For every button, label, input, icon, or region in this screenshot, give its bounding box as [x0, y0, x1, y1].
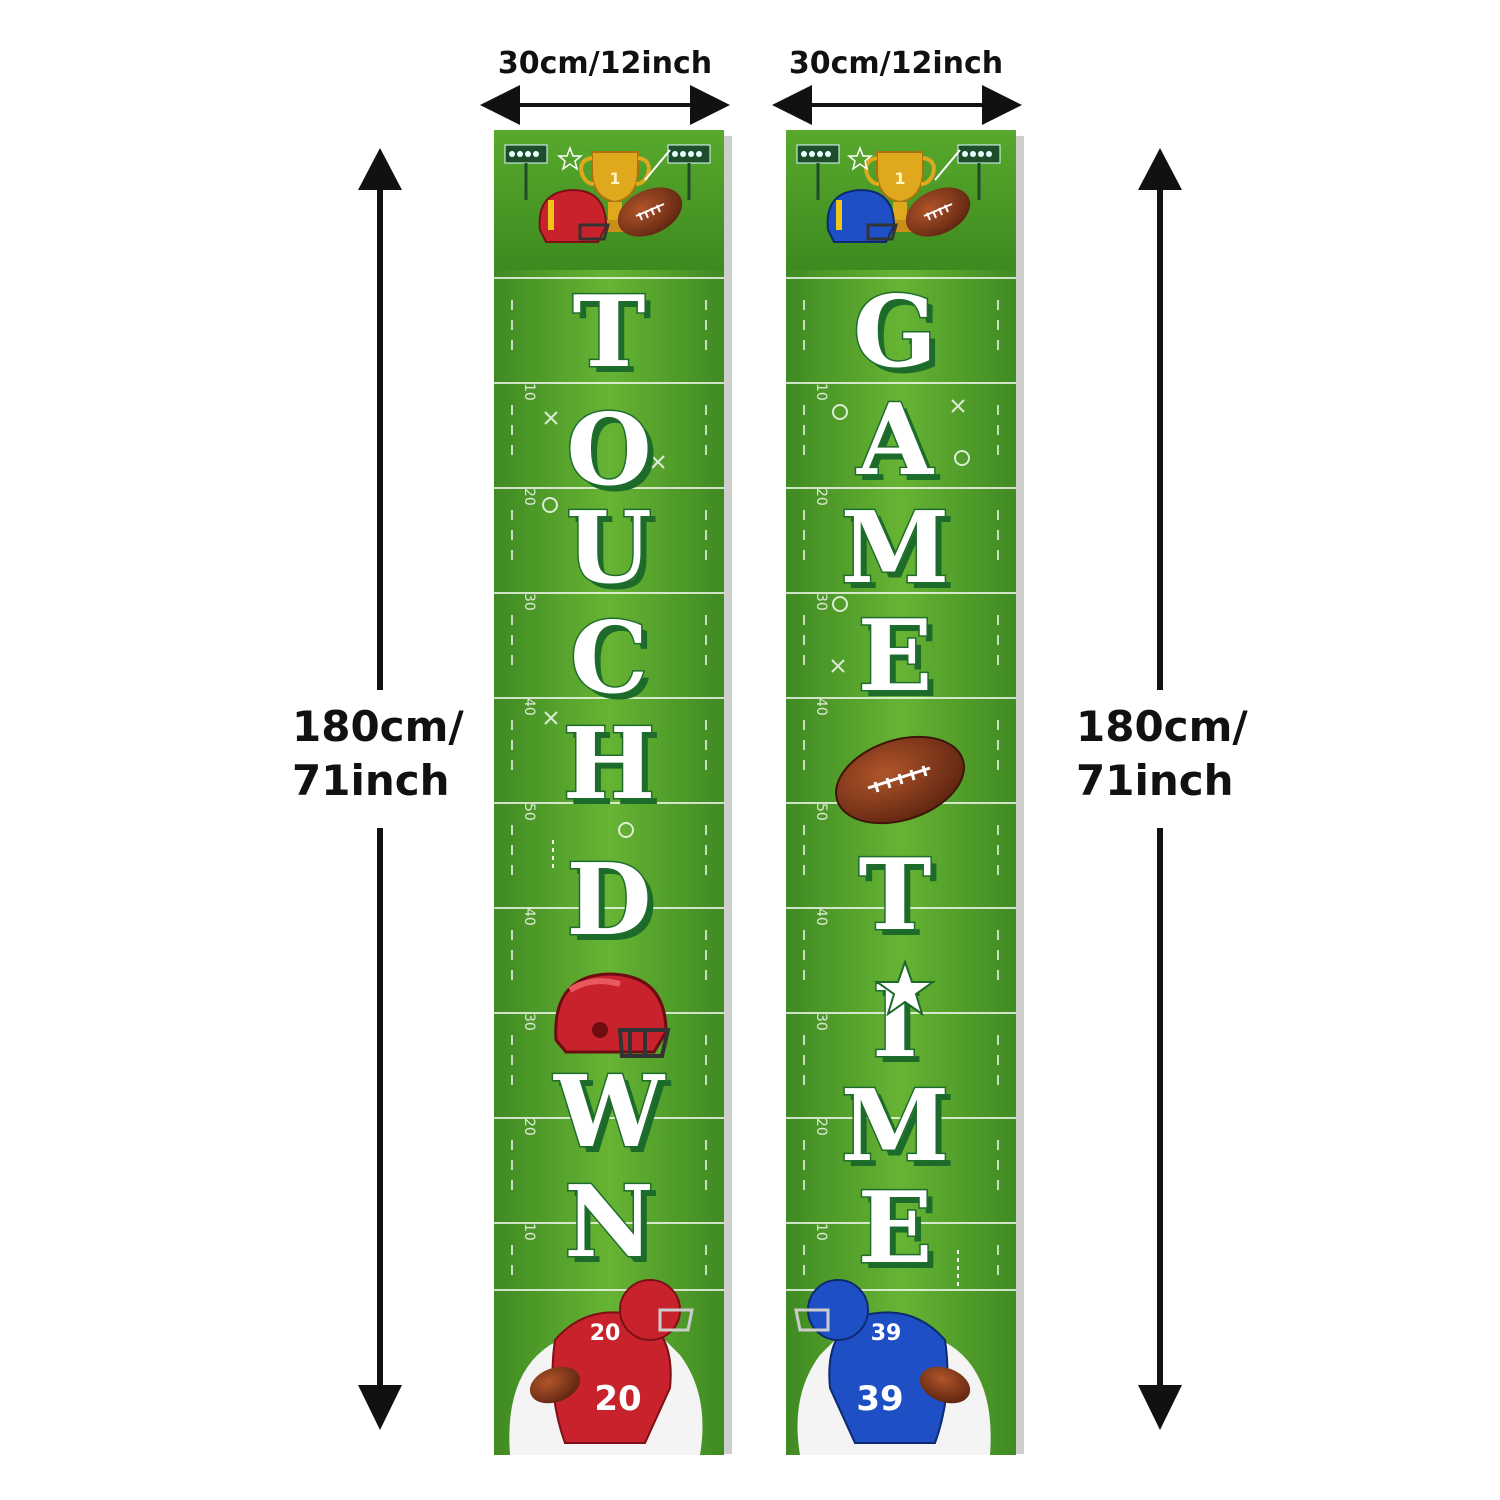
helmet-icon: [538, 188, 610, 243]
stadium-light-icon: [504, 144, 548, 200]
letter: T: [573, 275, 646, 390]
letter-shadow: H: [569, 713, 662, 828]
letter-shadow: T: [579, 281, 652, 396]
left-height-label: 180cm/ 71inch: [292, 700, 492, 808]
arrow-icon: [934, 149, 961, 181]
yard-number: 50: [813, 803, 829, 821]
letter-shadow: C: [576, 607, 654, 722]
player-number: 20: [594, 1379, 641, 1419]
star-icon: [556, 145, 584, 171]
letter: E: [858, 599, 933, 714]
yard-number: 30: [813, 593, 829, 611]
banner-right-letters: G G A A M M E E T T I I M M E E: [839, 274, 955, 1293]
letter: U: [566, 491, 651, 606]
arrow-icon: [644, 149, 671, 181]
letter: A: [856, 383, 935, 498]
stadium-light-icon: [667, 144, 711, 200]
player-icon: 20 20: [509, 1279, 703, 1455]
letter-shadow: E: [864, 605, 939, 720]
yard-number: 40: [813, 908, 829, 926]
letter: H: [563, 707, 656, 822]
helmet-icon: [826, 188, 898, 243]
yard-number: 20: [521, 488, 537, 506]
letter-shadow: M: [847, 1075, 955, 1190]
helmet-icon: [554, 972, 671, 1058]
letter: C: [570, 601, 648, 716]
letter: E: [858, 1171, 933, 1286]
yard-number: 10: [521, 383, 537, 401]
left-height-line2: 71inch: [292, 756, 450, 805]
letter-shadow: G: [859, 281, 943, 396]
yard-number: 20: [521, 1118, 537, 1136]
banner-left-letters: T T O O U U C C H H D D W W N N: [551, 274, 672, 1287]
letter-shadow: E: [864, 1177, 939, 1292]
left-width-label: 30cm/12inch: [497, 46, 713, 81]
yard-number: 10: [813, 383, 829, 401]
yard-number: 40: [521, 698, 537, 716]
trophy-number: 1: [609, 169, 620, 188]
right-height-arrow-icon: [1138, 148, 1182, 1430]
football-icon: [617, 187, 683, 237]
letter-shadow: O: [572, 399, 657, 514]
football-icon: [835, 735, 965, 825]
yard-number: 30: [521, 1013, 537, 1031]
yard-number: 30: [813, 1013, 829, 1031]
letter: M: [841, 491, 949, 606]
left-height-arrow-icon: [358, 148, 402, 1430]
player-icon: 39 39: [794, 1279, 991, 1455]
right-height-line2: 71inch: [1076, 756, 1234, 805]
football-icon: [905, 187, 971, 237]
letter-shadow: N: [570, 1171, 660, 1286]
player-number: 39: [871, 1321, 902, 1346]
yard-number: 30: [521, 593, 537, 611]
letter: M: [841, 1069, 949, 1184]
star-icon: [873, 958, 937, 1017]
yard-number: 40: [813, 698, 829, 716]
letter: G: [853, 275, 937, 390]
letter-shadow: D: [573, 849, 658, 964]
trophy-number: 1: [894, 169, 905, 188]
letter: O: [566, 393, 651, 508]
letter-shadow: U: [572, 497, 657, 612]
letter-shadow: A: [862, 389, 941, 504]
yard-number: 10: [813, 1223, 829, 1241]
letter: W: [553, 1055, 666, 1170]
letter-shadow: T: [865, 844, 938, 959]
banner-right: 10 20 30 40 50 40 30 20 10 1: [786, 130, 1024, 1455]
yard-number: 20: [813, 488, 829, 506]
player-number: 20: [590, 1321, 621, 1346]
letter-shadow: W: [559, 1061, 672, 1176]
yard-number: 10: [521, 1223, 537, 1241]
yard-number: 20: [813, 1118, 829, 1136]
player-number: 39: [856, 1379, 903, 1419]
banner-left: 10 20 30 40 50 40 30 20 10 1: [494, 130, 732, 1455]
letter: D: [567, 843, 652, 958]
yard-number: 50: [521, 803, 537, 821]
letter: T: [859, 838, 932, 953]
left-height-line1: 180cm/: [292, 702, 464, 751]
right-height-label: 180cm/ 71inch: [1076, 700, 1276, 808]
letter-shadow: M: [847, 497, 955, 612]
stadium-light-icon: [796, 144, 840, 200]
stadium-light-icon: [957, 144, 1001, 200]
trophy-icon: 1: [864, 151, 936, 232]
letter: N: [564, 1165, 654, 1280]
yard-number: 40: [521, 908, 537, 926]
star-icon: [846, 145, 874, 171]
right-width-label: 30cm/12inch: [788, 46, 1004, 81]
right-height-line1: 180cm/: [1076, 702, 1248, 751]
